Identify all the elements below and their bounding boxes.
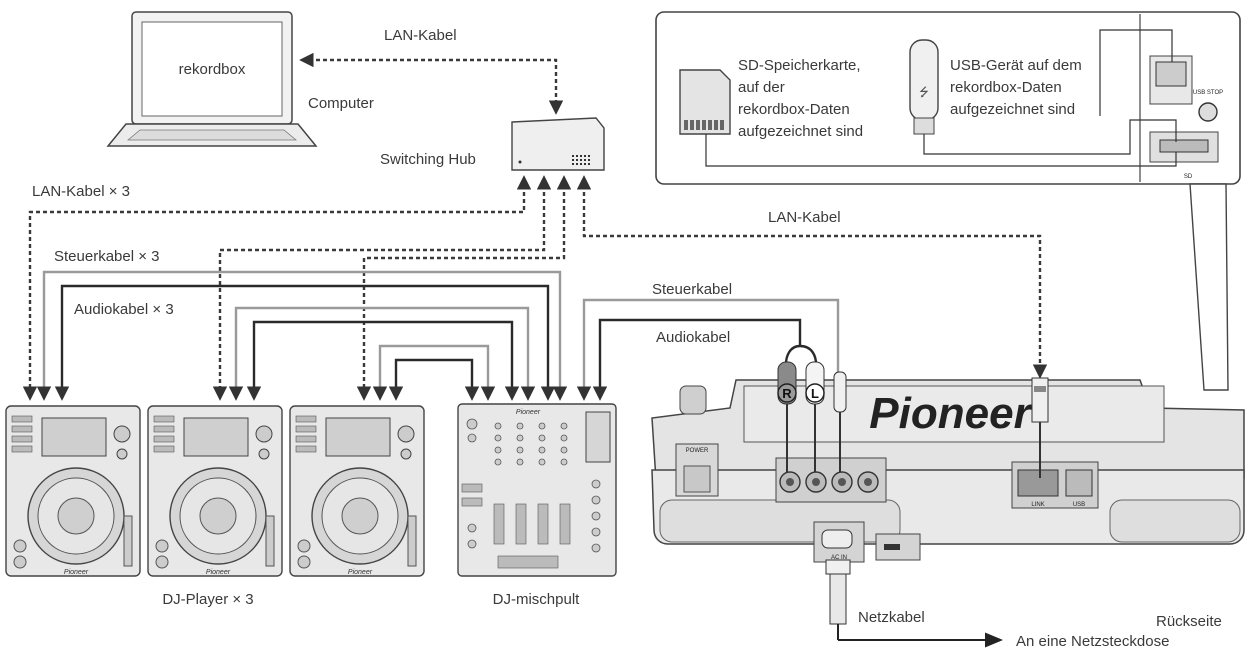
plug-l-label: L [811, 386, 819, 401]
inset-panel: USB STOP SD ⭍ [655, 11, 1241, 185]
rear-label: Rückseite [1156, 613, 1222, 630]
dj-player-2-brand: Pioneer [206, 569, 231, 576]
control-cable-x3-label: Steuerkabel × 3 [54, 248, 160, 265]
dj-player-1: Pioneer [5, 405, 141, 577]
ac-in-label: AC IN [831, 555, 847, 561]
sd-card-text: SD-Speicherkarte, auf der rekordbox-Date… [738, 57, 865, 140]
lan-cable-top-label: LAN-Kabel [384, 27, 457, 44]
audio-cables [54, 284, 818, 401]
rca-plug-l: L [805, 361, 825, 472]
usb-stop-label: USB STOP [1193, 90, 1223, 96]
rca-plug-r: R [777, 361, 797, 472]
mixer-brand: Pioneer [516, 409, 541, 416]
audio-cable-label: Audiokabel [656, 329, 730, 346]
lan-cable-right-label: LAN-Kabel [768, 209, 841, 226]
switching-hub-label: Switching Hub [380, 151, 476, 168]
plug-r-label: R [782, 386, 792, 401]
dj-players-label: DJ-Player × 3 [162, 591, 253, 608]
rear-panel-unit: POWER LINK USB AC IN Pioneer [651, 379, 1245, 563]
usb-device-text: USB-Gerät auf dem rekordbox-Daten aufgez… [950, 57, 1086, 118]
control-plug [833, 371, 847, 472]
lan-cables [22, 52, 1048, 401]
dj-player-3-brand: Pioneer [348, 569, 373, 576]
control-cables [36, 270, 840, 401]
usb-symbol-icon: ⭍ [919, 85, 929, 99]
laptop-computer: rekordbox [106, 11, 318, 147]
pioneer-logo: Pioneer [869, 389, 1033, 438]
dj-player-2: Pioneer [147, 405, 283, 577]
power-cable-label: Netzkabel [858, 609, 925, 626]
usb-label: USB [1073, 502, 1085, 508]
computer-label: Computer [308, 95, 374, 112]
lan-cable-x3-label: LAN-Kabel × 3 [32, 183, 130, 200]
lan-plug [1031, 377, 1049, 478]
dj-mixer: Pioneer [457, 403, 617, 577]
link-label: LINK [1031, 502, 1044, 508]
dj-mixer-label: DJ-mischpult [493, 591, 581, 608]
audio-cable-x3-label: Audiokabel × 3 [74, 301, 174, 318]
power-outlet-label: An eine Netzsteckdose [1016, 633, 1169, 650]
control-cable-label: Steuerkabel [652, 281, 732, 298]
dj-player-1-brand: Pioneer [64, 569, 89, 576]
sd-label: SD [1184, 174, 1193, 180]
switching-hub [511, 117, 605, 171]
power-cable [825, 559, 1003, 648]
power-label: POWER [686, 448, 709, 454]
rekordbox-label: rekordbox [179, 61, 246, 78]
dj-player-3: Pioneer [289, 405, 425, 577]
inset-callout [1189, 183, 1229, 391]
